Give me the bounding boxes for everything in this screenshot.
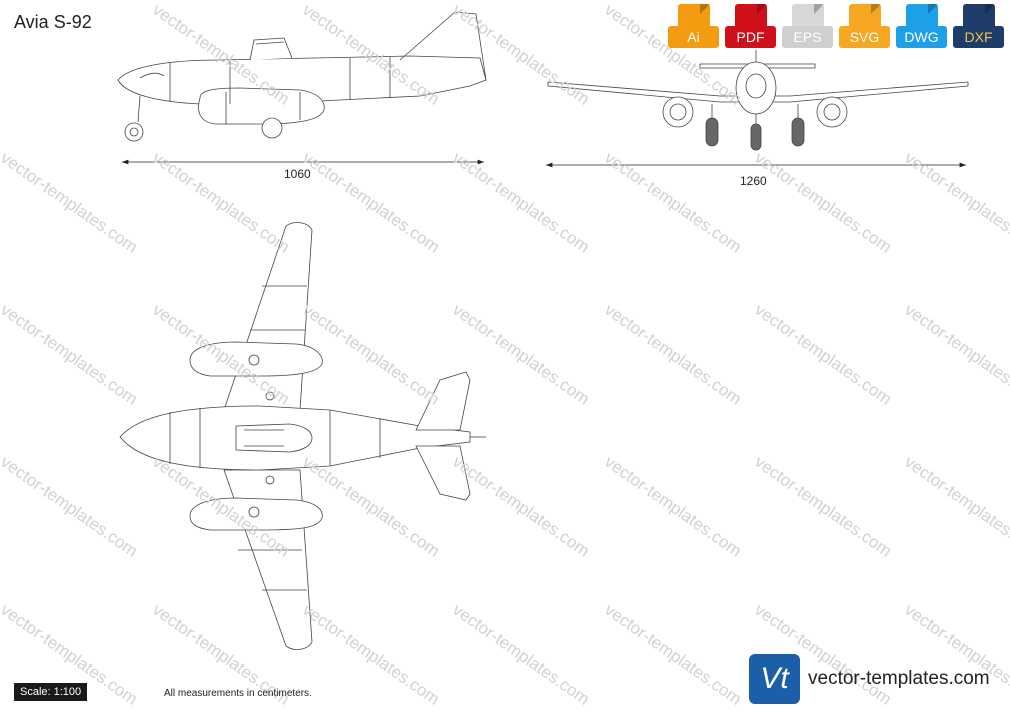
front-span-label: 1260 (740, 174, 767, 188)
ai-label: Ai (668, 26, 719, 48)
side-view (117, 11, 487, 142)
brand-site-label: vector-templates.com (808, 668, 990, 689)
top-view (119, 222, 486, 650)
dwg-label: DWG (896, 26, 947, 48)
svg-label: SVG (839, 26, 890, 48)
dimension-lines (122, 159, 966, 168)
side-length-label: 1060 (284, 167, 311, 181)
pdf-download-button[interactable]: PDF (725, 4, 776, 52)
pdf-label: PDF (725, 26, 776, 48)
ai-download-button[interactable]: Ai (668, 4, 719, 52)
vt-logo-icon: Vt (749, 654, 800, 704)
brand-link[interactable]: Vt vector-templates.com (749, 654, 990, 704)
svg-download-button[interactable]: SVG (839, 4, 890, 52)
format-buttons: Ai PDF EPS SVG DWG DXF (668, 4, 1004, 52)
dxf-download-button[interactable]: DXF (953, 4, 1004, 52)
scale-badge: Scale: 1:100 (14, 683, 88, 701)
eps-label: EPS (782, 26, 833, 48)
eps-download-button[interactable]: EPS (782, 4, 833, 52)
front-view (547, 50, 969, 151)
dxf-label: DXF (953, 26, 1004, 48)
measurement-note: All measurements in centimeters. (164, 688, 312, 699)
page-title: Avia S-92 (14, 12, 92, 32)
dwg-download-button[interactable]: DWG (896, 4, 947, 52)
